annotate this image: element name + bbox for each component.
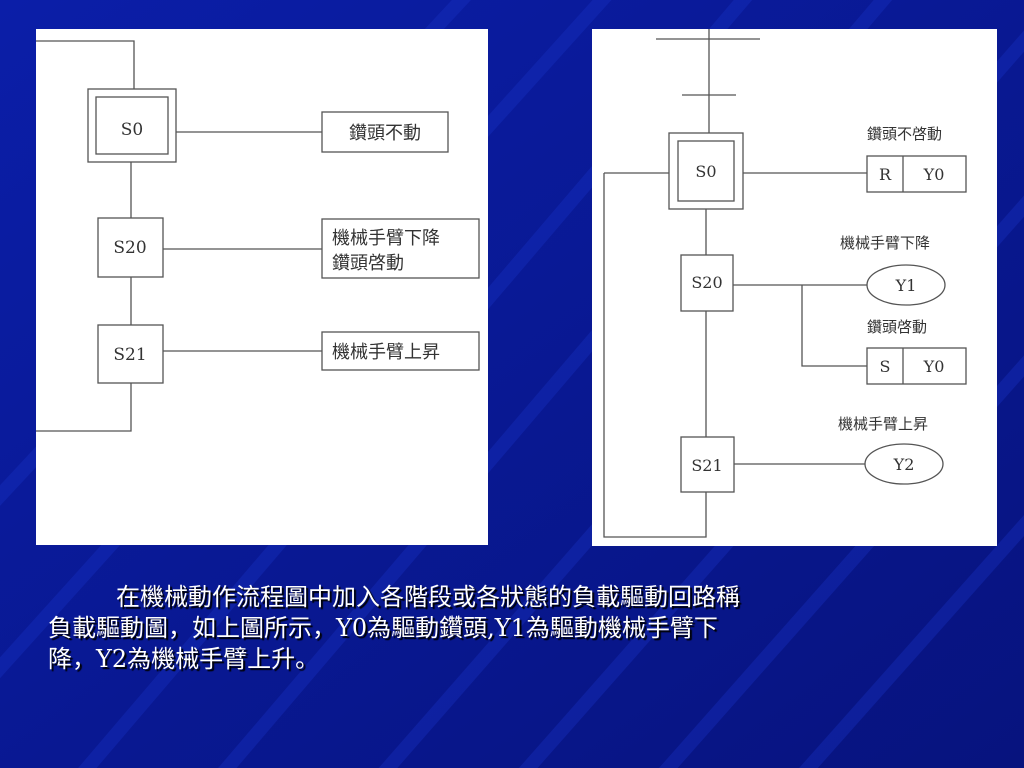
step-s21-box	[97, 324, 164, 384]
step-s0-inner-box	[95, 96, 169, 155]
action-2-text-line2: 鑽頭啓動	[332, 253, 404, 274]
step-s21-box	[680, 436, 735, 493]
step-s20-box	[680, 254, 734, 312]
set-y0-box	[866, 347, 967, 385]
caption-line-2: 負載驅動圖，如上圖所示，Y0為驅動鑽頭,Y1為驅動機械手臂下	[48, 614, 718, 642]
coil-y1-label: Y1	[895, 276, 917, 295]
label-arm-down: 機械手臂下降	[840, 234, 930, 252]
coil-y1	[866, 264, 946, 306]
set-target-label: Y0	[923, 357, 945, 376]
step-s0-inner-box	[677, 140, 735, 202]
label-arm-up: 機械手臂上昇	[838, 415, 928, 433]
right-ladder-diagram-panel: S0 S20 S21 鑽頭不啓動 R Y0 機械手臂下降 Y1 鑽頭啓動 S Y…	[592, 29, 997, 546]
step-s0-label: S0	[121, 120, 143, 140]
step-s20-box	[97, 217, 164, 278]
loop-bottom-line	[36, 383, 132, 432]
action-box-1	[321, 111, 449, 153]
step-s0-label: S0	[695, 162, 716, 181]
s20-branch-connector	[801, 285, 867, 367]
coil-y2	[864, 443, 944, 485]
action-box-3	[321, 331, 480, 371]
step-s20-label: S20	[691, 273, 722, 292]
coil-y2-label: Y2	[893, 455, 915, 474]
caption-line-1: 在機械動作流程圖中加入各階段或各狀態的負載驅動回路稱	[116, 583, 740, 611]
reset-target-label: Y0	[923, 165, 945, 184]
loop-back-line	[603, 173, 707, 538]
action-2-text-line1: 機械手臂下降	[332, 228, 440, 249]
step-s21-label: S21	[691, 456, 722, 475]
caption-line-3: 降，Y2為機械手臂上升。	[48, 645, 320, 673]
action-1-text: 鑽頭不動	[349, 123, 421, 144]
step-s20-label: S20	[113, 238, 146, 258]
label-drill-on: 鑽頭啓動	[867, 318, 927, 336]
reset-op-label: R	[879, 165, 892, 184]
action-box-2	[321, 218, 480, 279]
reset-y0-box	[866, 155, 967, 193]
right-load-drive-diagram: S0 S20 S21 鑽頭不啓動 R Y0 機械手臂下降 Y1 鑽頭啓動 S Y…	[603, 29, 967, 538]
loop-top-line	[36, 40, 135, 91]
set-op-label: S	[880, 357, 891, 376]
left-flow-diagram: S0 S20 S21 鑽頭不動 機械手臂下降 鑽頭啓動 機械手臂上昇	[36, 40, 480, 432]
left-flow-diagram-panel: S0 S20 S21 鑽頭不動 機械手臂下降 鑽頭啓動 機械手臂上昇	[36, 29, 488, 545]
action-3-text: 機械手臂上昇	[332, 342, 440, 363]
step-s21-label: S21	[113, 345, 146, 365]
label-drill-off: 鑽頭不啓動	[867, 125, 942, 143]
slide-caption: 在機械動作流程圖中加入各階段或各狀態的負載驅動回路稱 負載驅動圖，如上圖所示，Y…	[48, 582, 1008, 675]
